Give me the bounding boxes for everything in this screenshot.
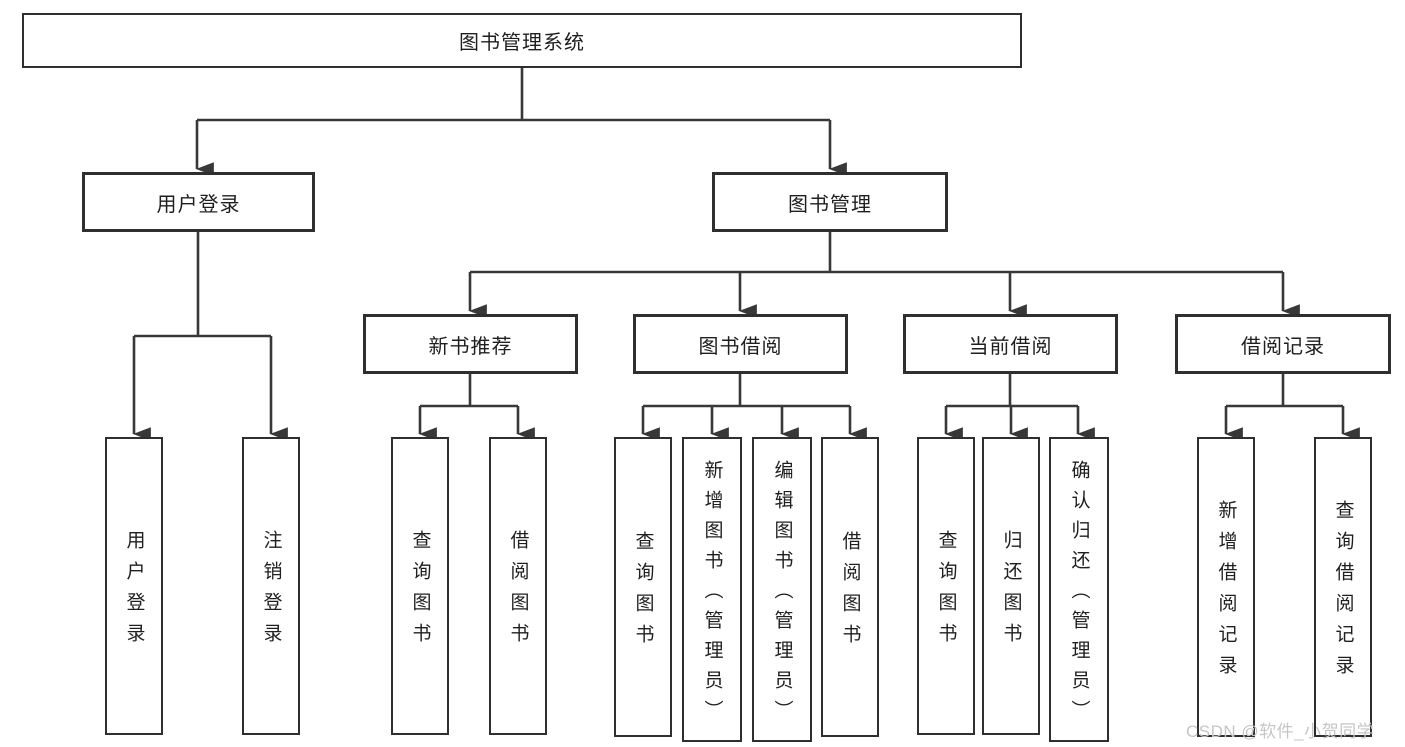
- node-label: 图书管理系统: [459, 32, 585, 54]
- leaf-query-books-current: 查询图书: [917, 437, 975, 735]
- leaf-query-borrow-record: 查询借阅记录: [1314, 437, 1372, 737]
- csdn-watermark: CSDN @软件_小贺同学: [1186, 722, 1375, 741]
- leaf-add-books-admin: 新增图书（管理员）: [682, 437, 742, 742]
- leaf-add-borrow-record: 新增借阅记录: [1197, 437, 1255, 737]
- node-borrow-records: 借阅记录: [1175, 314, 1391, 374]
- leaf-edit-books-admin: 编辑图书（管理员）: [752, 437, 812, 742]
- node-user-login: 用户登录: [82, 172, 315, 232]
- node-library-management-system: 图书管理系统: [22, 13, 1022, 68]
- node-label: 当前借阅: [968, 335, 1053, 358]
- leaf-label: 编辑图书（管理员）: [771, 460, 793, 730]
- leaf-confirm-return-admin: 确认归还（管理员）: [1049, 437, 1109, 742]
- leaf-label: 新增借阅记录: [1215, 500, 1237, 686]
- node-label: 新书推荐: [428, 335, 513, 358]
- node-label: 图书管理: [788, 193, 872, 216]
- node-label: 用户登录: [156, 193, 241, 216]
- node-label: 借阅记录: [1241, 335, 1325, 358]
- leaf-label: 查询图书: [632, 531, 654, 655]
- leaf-label: 归还图书: [1000, 530, 1022, 654]
- leaf-label: 借阅图书: [507, 530, 529, 654]
- leaf-label: 新增图书（管理员）: [701, 460, 723, 730]
- leaf-return-books: 归还图书: [982, 437, 1040, 735]
- leaf-label: 借阅图书: [839, 531, 861, 655]
- leaf-label: 确认归还（管理员）: [1068, 460, 1090, 730]
- leaf-label: 注销登录: [260, 530, 282, 654]
- node-book-borrow: 图书借阅: [633, 314, 848, 374]
- node-current-borrow: 当前借阅: [903, 314, 1118, 374]
- leaf-label: 查询借阅记录: [1332, 500, 1354, 686]
- leaf-user-login: 用户登录: [105, 437, 163, 735]
- leaf-borrow-books: 借阅图书: [821, 437, 879, 737]
- leaf-label: 查询图书: [935, 530, 957, 654]
- leaf-borrow-books-recommend: 借阅图书: [489, 437, 547, 735]
- leaf-label: 查询图书: [409, 530, 431, 654]
- node-book-management: 图书管理: [712, 172, 948, 232]
- node-new-book-recommend: 新书推荐: [363, 314, 578, 374]
- leaf-query-books-recommend: 查询图书: [391, 437, 449, 735]
- node-label: 图书借阅: [698, 335, 783, 358]
- leaf-label: 用户登录: [123, 530, 145, 654]
- leaf-logout: 注销登录: [242, 437, 300, 735]
- leaf-query-books-borrow: 查询图书: [614, 437, 672, 737]
